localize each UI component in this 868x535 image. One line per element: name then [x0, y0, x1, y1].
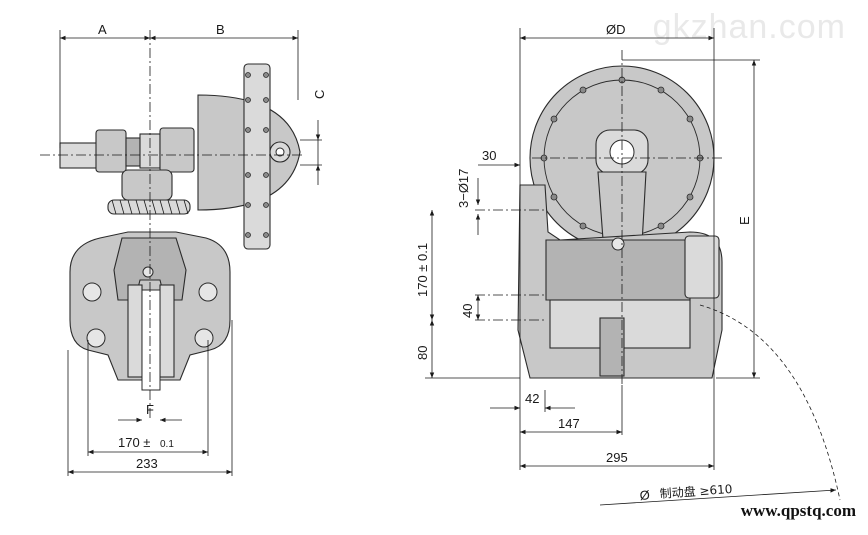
lever-top — [121, 169, 173, 201]
dim-b-label: B — [216, 22, 225, 37]
dim-170-vertical-label: 170 ± 0.1 — [415, 243, 430, 297]
dim-147-label: 147 — [558, 416, 580, 431]
link-pin — [611, 237, 625, 251]
dim-170-tolerance: 0.1 — [160, 439, 174, 450]
coupling — [125, 137, 141, 167]
dim-80-label: 80 — [415, 346, 430, 360]
side-cover — [684, 235, 720, 299]
pivot-pins — [82, 266, 218, 348]
thruster-eye-hole — [275, 147, 285, 157]
drum-bolts — [540, 76, 704, 230]
dim-a-label: A — [98, 22, 107, 37]
right-view-brake — [425, 28, 841, 501]
dim-42-label: 42 — [525, 391, 539, 406]
dim-phid-label: ØD — [606, 22, 626, 37]
disc-note-label: 制动盘 ≥610 — [659, 481, 733, 501]
dim-e-label: E — [737, 216, 752, 225]
brake-pad-left — [127, 284, 143, 378]
brake-pad-right — [159, 284, 175, 378]
left-dimensions — [59, 35, 321, 475]
right-dimensions — [429, 35, 837, 506]
dim-c-label: C — [312, 90, 327, 99]
dim-170-label: 170 ± — [118, 435, 150, 450]
dim-295-label: 295 — [606, 450, 628, 465]
thruster-flange — [243, 63, 271, 250]
spring — [107, 199, 191, 215]
dim-40-label: 40 — [460, 304, 475, 318]
actuator-mount — [159, 127, 195, 173]
disc-slot — [141, 289, 161, 391]
brake-disc-outline — [699, 304, 841, 501]
left-view-brake — [40, 30, 322, 476]
spring-coils — [111, 199, 189, 215]
disc-note-symbol: Ø — [639, 487, 650, 503]
dim-3phi17-label: 3−Ø17 — [456, 169, 471, 208]
flange-bolts — [245, 72, 269, 238]
website-url: www.qpstq.com — [740, 501, 856, 520]
adjuster-nut — [95, 129, 127, 173]
center-rod — [599, 317, 625, 377]
dim-f-label: F — [146, 402, 154, 417]
dim-233-label: 233 — [136, 456, 158, 471]
dim-30-label: 30 — [482, 148, 496, 163]
push-rod — [59, 142, 103, 169]
